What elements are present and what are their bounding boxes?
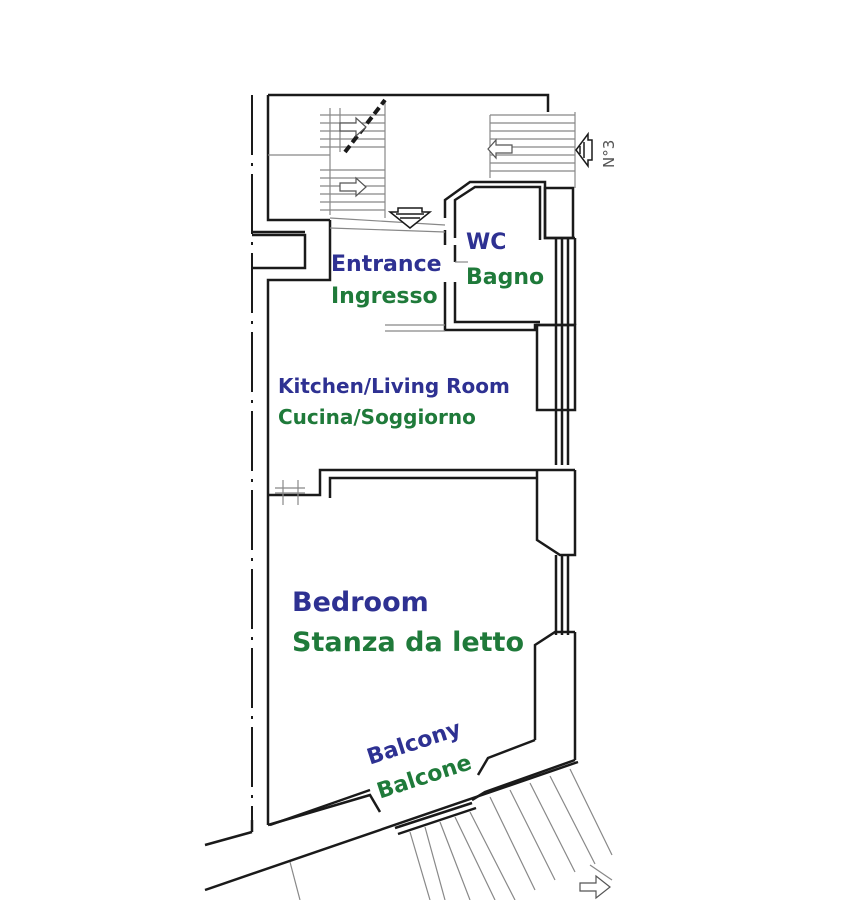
exterior-walls — [204, 93, 579, 892]
stair-entrance-arrow-icon — [575, 131, 593, 169]
stair-arrows — [339, 116, 611, 900]
entrance-label-it: Ingresso — [331, 284, 438, 309]
wc-label-it: Bagno — [466, 265, 545, 290]
bedroom-label-it: Stanza da letto — [292, 627, 525, 658]
bedroom-label-en: Bedroom — [292, 587, 429, 618]
entrance-arrow-icon — [387, 207, 433, 229]
stair-number-label: N°3 — [600, 139, 618, 168]
thin-lines — [268, 100, 613, 900]
kitchen-label-it: Cucina/Soggiorno — [278, 405, 476, 429]
kitchen-label-en: Kitchen/Living Room — [278, 374, 510, 398]
door-swing — [343, 98, 387, 154]
wc-label-en: WC — [466, 230, 507, 255]
entrance-label-en: Entrance — [331, 252, 442, 277]
